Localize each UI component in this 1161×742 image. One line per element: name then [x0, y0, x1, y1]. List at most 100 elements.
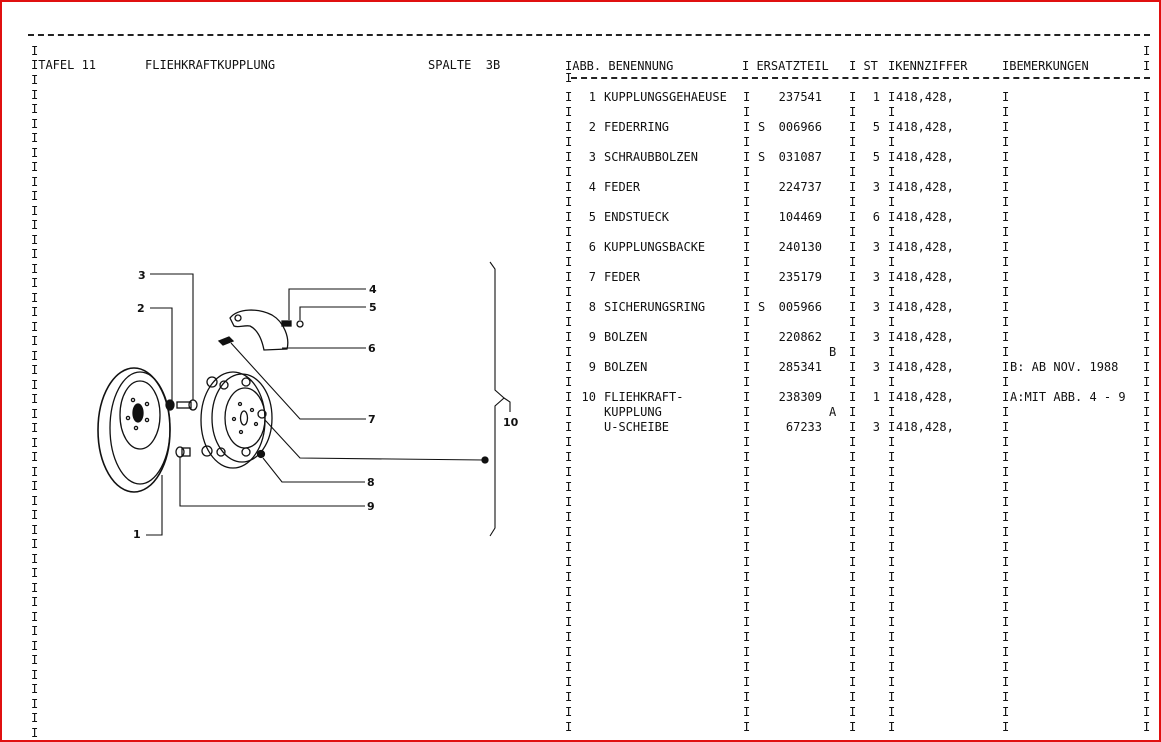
- col-mark: I: [888, 510, 896, 524]
- quantity: 3: [872, 330, 880, 344]
- margin-mark: I: [31, 450, 39, 464]
- margin-mark: I: [31, 392, 39, 406]
- col-mark: I: [1143, 615, 1151, 629]
- col-mark: I: [1002, 405, 1010, 419]
- col-mark: I: [849, 585, 857, 599]
- border-mark: I: [565, 71, 573, 85]
- abb-number: 9: [588, 360, 596, 374]
- col-mark: I: [743, 720, 751, 734]
- part-name: FLIEHKRAFT-: [604, 390, 684, 404]
- border-mark: I: [1143, 360, 1151, 374]
- col-mark: I: [1002, 285, 1010, 299]
- margin-mark: I: [31, 334, 39, 348]
- part-name: BOLZEN: [604, 330, 648, 344]
- col-mark: I: [849, 480, 857, 494]
- col-mark: I: [743, 540, 751, 554]
- header-rule: [571, 77, 1150, 79]
- col-mark: I: [565, 165, 573, 179]
- header-ersatzteil: I ERSATZTEIL: [742, 59, 829, 73]
- header-st: I ST: [849, 59, 878, 73]
- border-mark: I: [1143, 390, 1151, 404]
- part-number: 031087: [778, 150, 822, 164]
- col-mark: I: [743, 180, 751, 194]
- col-mark: I: [888, 375, 896, 389]
- margin-mark: I: [31, 261, 39, 276]
- col-mark: I: [743, 705, 751, 719]
- col-mark: I: [849, 270, 857, 284]
- col-mark: I: [1002, 450, 1010, 464]
- margin-mark: I: [31, 609, 39, 624]
- col-mark: I: [743, 135, 751, 149]
- quantity: 5: [872, 150, 880, 164]
- callout-6: 6: [368, 342, 376, 355]
- col-mark: I: [1143, 285, 1151, 299]
- col-mark: I: [743, 120, 751, 134]
- col-mark: I: [849, 240, 857, 254]
- part-prefix: S: [758, 120, 766, 134]
- col-mark: I: [849, 210, 857, 224]
- margin-mark: I: [31, 479, 39, 493]
- col-mark: I: [743, 690, 751, 704]
- col-mark: I: [849, 540, 857, 554]
- col-mark: I: [888, 225, 896, 239]
- kennziffer-value: 418,428,: [896, 270, 954, 284]
- remark: B: AB NOV. 1988: [1010, 360, 1119, 374]
- col-mark: I: [565, 690, 573, 704]
- exploded-diagram: 1 2 3 4 5 6 7 8 9 10: [97, 261, 519, 541]
- border-mark: I: [1143, 180, 1151, 194]
- col-mark: I: [1002, 690, 1010, 704]
- margin-mark: I: [31, 624, 39, 638]
- col-mark: I: [1002, 135, 1010, 149]
- margin-mark: I: [31, 522, 39, 537]
- header-abb-text: ABB. BENENNUNG: [572, 59, 674, 73]
- col-mark: I: [743, 375, 751, 389]
- col-mark: I: [743, 660, 751, 674]
- col-mark: I: [743, 570, 751, 584]
- col-mark: I: [888, 570, 896, 584]
- col-mark: I: [1143, 435, 1151, 449]
- col-mark: I: [1143, 375, 1151, 389]
- col-mark: I: [565, 375, 573, 389]
- margin-mark: I: [31, 232, 39, 247]
- col-mark: I: [1143, 450, 1151, 464]
- col-mark: I: [565, 525, 573, 539]
- col-mark: I: [1002, 360, 1010, 374]
- col-mark: I: [1002, 375, 1010, 389]
- col-mark: I: [888, 720, 896, 734]
- border-mark: I: [565, 240, 573, 254]
- pin-drawing: [175, 446, 191, 458]
- margin-mark: I: [31, 189, 39, 203]
- col-mark: I: [849, 420, 857, 434]
- col-mark: I: [743, 450, 751, 464]
- col-mark: I: [743, 480, 751, 494]
- part-name: FEDER: [604, 180, 641, 194]
- col-mark: I: [1002, 390, 1010, 404]
- callout-7: 7: [368, 413, 376, 426]
- kennziffer: I: [888, 360, 896, 374]
- header-st-text: ST: [863, 59, 878, 73]
- col-mark: I: [888, 465, 896, 479]
- margin-mark: I: [31, 44, 39, 58]
- col-mark: I: [1002, 345, 1010, 359]
- kennziffer: I: [888, 240, 896, 254]
- header-kennziffer-text: KENNZIFFER: [895, 59, 968, 73]
- kennziffer: I: [888, 150, 896, 164]
- col-mark: I: [1002, 705, 1010, 719]
- col-mark: I: [849, 675, 857, 689]
- border-mark: I: [1143, 330, 1151, 344]
- kennziffer: I: [888, 390, 896, 404]
- col-mark: I: [743, 195, 751, 209]
- callout-8: 8: [367, 476, 375, 489]
- col-mark: I: [565, 615, 573, 629]
- col-mark: I: [1143, 195, 1151, 209]
- col-mark: I: [1002, 615, 1010, 629]
- part-name: FEDERRING: [604, 120, 670, 134]
- col-mark: I: [1002, 120, 1010, 134]
- kennziffer: I: [888, 90, 896, 104]
- margin-mark: I: [31, 348, 39, 363]
- abb-number: 9: [588, 330, 596, 344]
- col-mark: I: [888, 615, 896, 629]
- quantity: 3: [872, 300, 880, 314]
- col-mark: I: [849, 135, 857, 149]
- margin-mark: I: [31, 537, 39, 551]
